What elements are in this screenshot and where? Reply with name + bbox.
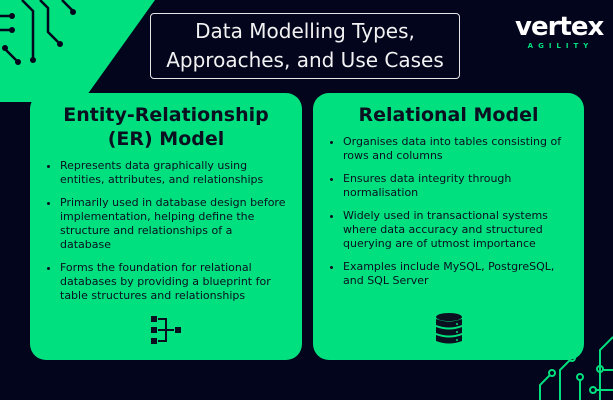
- card-heading: Entity-Relationship (ER) Model: [63, 104, 269, 150]
- circuit-lines-top-left: [0, 0, 73, 61]
- er-model-card: Entity-Relationship (ER) Model Represent…: [30, 93, 302, 360]
- list-item: Organises data into tables consisting of…: [343, 135, 568, 163]
- logo-tagline: AGILITY: [527, 42, 594, 50]
- bullet-list: Organises data into tables consisting of…: [329, 135, 568, 288]
- list-item: Ensures data integrity through normalisa…: [343, 172, 568, 200]
- list-item: Represents data graphically using entiti…: [60, 159, 286, 187]
- hierarchy-icon: [151, 316, 181, 344]
- circuit-lines-bottom-right: [539, 336, 613, 400]
- list-item: Examples include MySQL, PostgreSQL, and …: [343, 260, 568, 288]
- circuit-nodes-top-left: [2, 9, 76, 65]
- database-icon: [435, 313, 462, 344]
- list-item: Widely used in transactional systems whe…: [343, 209, 568, 251]
- list-item: Primarily used in database design before…: [60, 196, 286, 252]
- bullet-list: Represents data graphically using entiti…: [46, 159, 286, 303]
- card-heading: Relational Model: [358, 104, 539, 126]
- logo-name: vertex: [515, 12, 604, 42]
- page-title: Data Modelling Types, Approaches, and Us…: [150, 13, 460, 79]
- relational-model-card: Relational Model Organises data into tab…: [313, 93, 584, 360]
- vertex-agility-logo: vertex AGILITY: [515, 12, 604, 50]
- list-item: Forms the foundation for relational data…: [60, 261, 286, 303]
